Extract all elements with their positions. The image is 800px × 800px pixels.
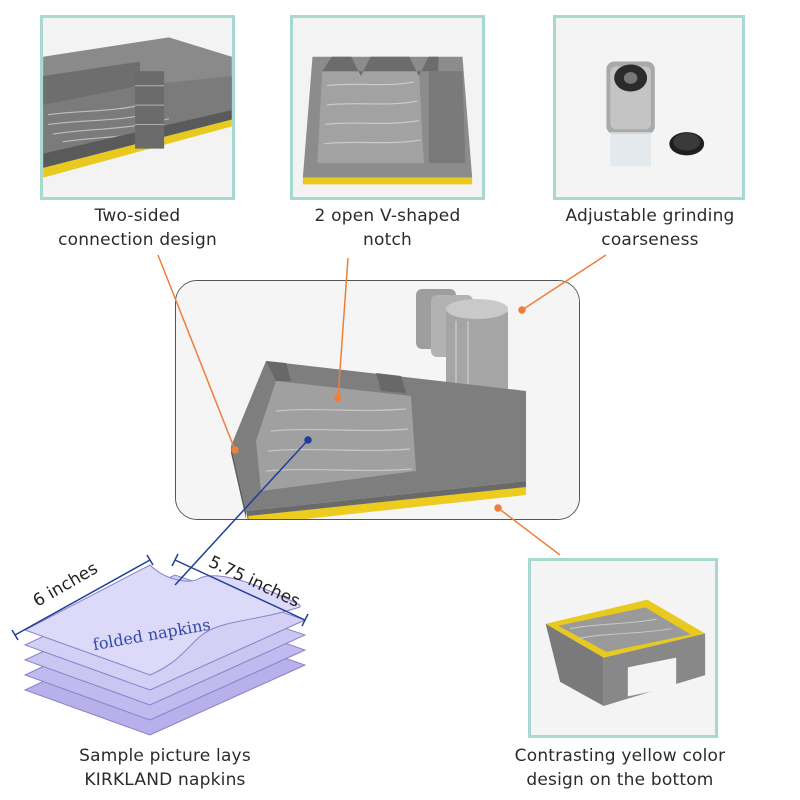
napkin-center-label: folded napkins: [91, 614, 212, 655]
corner-detail-photo: [40, 15, 235, 200]
caption-two-sided-connection: Two-sided connection design: [58, 206, 217, 250]
v-notch-photo: [290, 15, 485, 200]
caption-adjustable-grinding: Adjustable grinding coarseness: [565, 206, 735, 250]
yellow-bottom-photo: [528, 558, 718, 738]
napkin-holder-photo: [175, 280, 580, 520]
caption-v-notch: 2 open V-shaped notch: [314, 206, 461, 250]
caption-kirkland-napkins: Sample picture lays KIRKLAND napkins: [79, 746, 251, 790]
caption-yellow-bottom: Contrasting yellow color design on the b…: [514, 746, 726, 790]
napkin-width-label: 6 inches: [29, 558, 102, 612]
grinder-photo: [553, 15, 745, 200]
napkin-depth-label: 5.75 inches: [205, 552, 303, 612]
